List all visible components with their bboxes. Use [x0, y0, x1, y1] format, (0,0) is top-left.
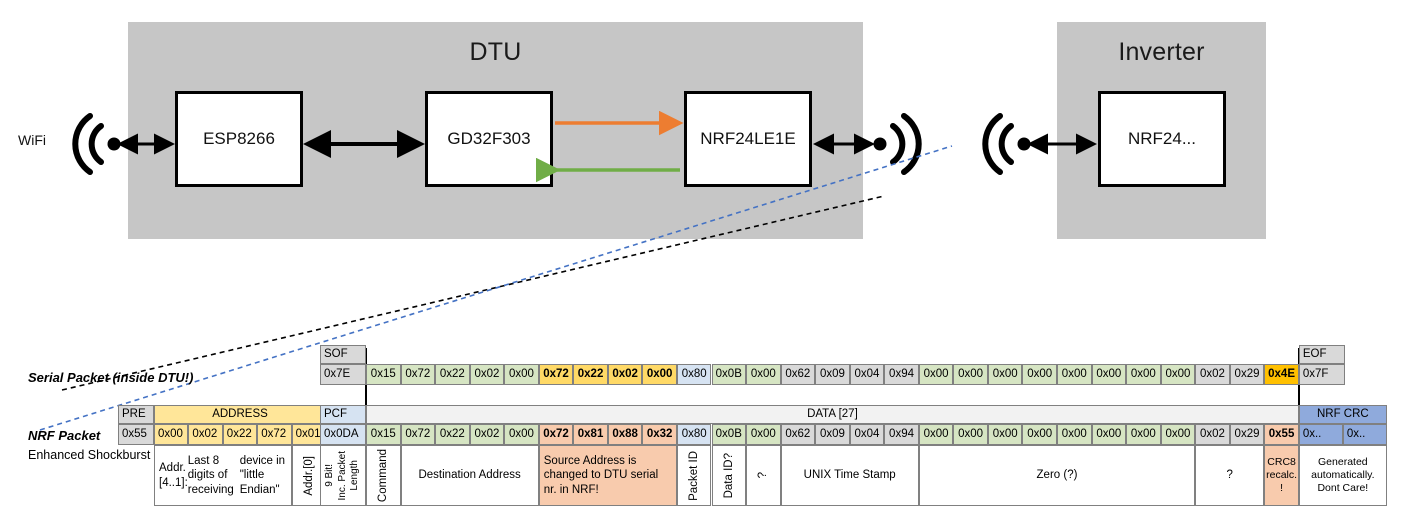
serial-byte-26: 0x4E	[1264, 364, 1299, 385]
nrf-crc-byte-1: 0x..	[1342, 424, 1387, 445]
serial-byte-3: 0x02	[469, 364, 505, 385]
nrf-byte-18: 0x00	[987, 424, 1023, 445]
serial-byte-7: 0x02	[607, 364, 643, 385]
serial-byte-4: 0x00	[504, 364, 539, 385]
serial-byte-9: 0x80	[676, 364, 712, 385]
nrf-byte-5: 0x72	[538, 424, 574, 445]
serial-byte-11: 0x00	[746, 364, 781, 385]
chip-gd32f303-label: GD32F303	[447, 129, 531, 148]
nrf-address-byte-0: 0x00	[154, 424, 189, 445]
desc-timestamp: UNIX Time Stamp	[780, 445, 919, 506]
wifi-label: WiFi	[18, 132, 46, 148]
nrf-byte-13: 0x09	[815, 424, 850, 445]
chip-nrf24-label: NRF24...	[1127, 129, 1197, 148]
serial-eof-value: 0x7F	[1298, 364, 1345, 385]
nrf-byte-12: 0x62	[780, 424, 816, 445]
chip-nrf24: NRF24...	[1098, 91, 1226, 187]
serial-byte-6: 0x22	[573, 364, 608, 385]
nrf-byte-6: 0x81	[573, 424, 608, 445]
nrf-byte-24: 0x02	[1195, 424, 1230, 445]
nrf-byte-11: 0x00	[746, 424, 781, 445]
nrf-packet-label: NRF Packet	[28, 428, 101, 443]
nrf-byte-19: 0x00	[1022, 424, 1057, 445]
desc-destination: Destination Address	[400, 445, 539, 506]
nrf-byte-21: 0x00	[1091, 424, 1127, 445]
nrf-byte-17: 0x00	[953, 424, 988, 445]
nrf-byte-20: 0x00	[1057, 424, 1092, 445]
inverter-enclosure: Inverter	[1057, 22, 1266, 239]
nrf-byte-3: 0x02	[469, 424, 505, 445]
desc-data-id: Data ID?	[711, 445, 747, 506]
nrf-pcf-value: 0x0DA	[320, 424, 366, 445]
serial-byte-17: 0x00	[953, 364, 988, 385]
serial-byte-16: 0x00	[918, 364, 954, 385]
serial-byte-5: 0x72	[538, 364, 574, 385]
desc-source: Source Address is changed to DTU serial …	[538, 445, 677, 506]
nrf-crc-header: NRF CRC	[1298, 405, 1387, 424]
desc-packet-id: Packet ID	[676, 445, 712, 506]
desc-unknown-1: ?	[746, 445, 781, 506]
serial-eof-header: EOF	[1298, 345, 1345, 364]
serial-byte-8: 0x00	[642, 364, 677, 385]
serial-byte-19: 0x00	[1022, 364, 1057, 385]
nrf-address-byte-3: 0x72	[257, 424, 292, 445]
serial-byte-22: 0x00	[1126, 364, 1161, 385]
nrf-data-header: DATA [27]	[366, 405, 1299, 424]
nrf-byte-4: 0x00	[504, 424, 539, 445]
nrf-address-header: ADDRESS	[154, 405, 326, 424]
chip-esp8266-label: ESP8266	[203, 129, 275, 148]
serial-byte-12: 0x62	[780, 364, 816, 385]
nrf-byte-9: 0x80	[676, 424, 712, 445]
nrf-pcf-header: PCF	[320, 405, 366, 424]
serial-byte-20: 0x00	[1057, 364, 1092, 385]
nrf-byte-14: 0x04	[849, 424, 885, 445]
serial-byte-15: 0x94	[884, 364, 919, 385]
nrf-byte-7: 0x88	[607, 424, 643, 445]
nrf-byte-26: 0x55	[1264, 424, 1299, 445]
serial-sof-header: SOF	[320, 345, 366, 364]
desc-command: Command	[366, 445, 401, 506]
nrf-byte-22: 0x00	[1126, 424, 1161, 445]
nrf-byte-2: 0x22	[435, 424, 470, 445]
inverter-title: Inverter	[1118, 38, 1205, 66]
serial-byte-24: 0x02	[1195, 364, 1230, 385]
serial-byte-1: 0x72	[400, 364, 436, 385]
serial-byte-23: 0x00	[1160, 364, 1196, 385]
desc-zero: Zero (?)	[918, 445, 1196, 506]
nrf-address-byte-2: 0x22	[222, 424, 258, 445]
serial-byte-2: 0x22	[435, 364, 470, 385]
serial-byte-10: 0x0B	[711, 364, 747, 385]
nrf-byte-16: 0x00	[918, 424, 954, 445]
nrf-byte-25: 0x29	[1229, 424, 1265, 445]
serial-byte-13: 0x09	[815, 364, 850, 385]
serial-byte-18: 0x00	[987, 364, 1023, 385]
chip-nrf24le1e-label: NRF24LE1E	[700, 129, 796, 148]
nrf-crc-byte-0: 0x..	[1298, 424, 1343, 445]
nrf-byte-23: 0x00	[1160, 424, 1196, 445]
nrf-pre-value: 0x55	[118, 424, 154, 445]
desc-unknown-2: ?	[1195, 445, 1265, 506]
serial-byte-14: 0x04	[849, 364, 885, 385]
serial-byte-0: 0x15	[366, 364, 401, 385]
serial-packet-label: Serial Packet (inside DTU!)	[28, 370, 194, 385]
nrf-byte-1: 0x72	[400, 424, 436, 445]
dtu-title: DTU	[469, 38, 522, 66]
nrf-byte-15: 0x94	[884, 424, 919, 445]
nrf-byte-10: 0x0B	[711, 424, 747, 445]
serial-byte-25: 0x29	[1229, 364, 1265, 385]
nrf-address-byte-1: 0x02	[188, 424, 223, 445]
nrf-pre-header: PRE	[118, 405, 154, 424]
serial-sof-value: 0x7E	[320, 364, 366, 385]
nrf-byte-8: 0x32	[642, 424, 677, 445]
nrf-packet-sublabel: Enhanced Shockburst	[28, 448, 151, 462]
nrf-byte-0: 0x15	[366, 424, 401, 445]
serial-byte-21: 0x00	[1091, 364, 1127, 385]
